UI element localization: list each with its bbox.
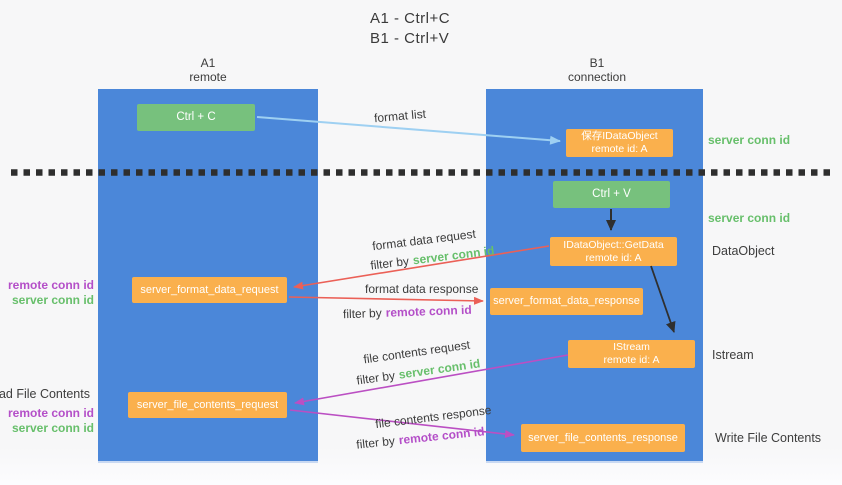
write-file-contents-label: Write File Contents [715, 431, 822, 445]
server-format-data-request-label: server_format_data_request [140, 283, 279, 296]
server-format-data-request-node: server_format_data_request [132, 277, 287, 303]
server-file-contents-request-node: server_file_contents_request [128, 392, 287, 418]
istream-node: IStream remote id: A [568, 340, 695, 368]
istream-line2: remote id: A [603, 354, 660, 366]
save-idataobject-line2: remote id: A [591, 143, 648, 155]
server-file-contents-request-label: server_file_contents_request [136, 398, 279, 411]
ctrl-v-label: Ctrl + V [592, 188, 631, 200]
format-list-label: format list [373, 106, 427, 126]
istream-line1: IStream [613, 341, 650, 353]
server-conn-id-text: server conn id [411, 243, 496, 268]
server-format-data-response-label: server_format_data_response [493, 295, 640, 307]
remote-conn-id-text: remote conn id [7, 406, 94, 420]
lane-a-id: A1 [200, 56, 216, 70]
filter-by-text: filter by [355, 368, 396, 388]
server-file-contents-response-node: server_file_contents_response [521, 424, 685, 452]
title-line-copy: A1 - Ctrl+C [370, 10, 451, 27]
filter-by-text: filter by [355, 433, 396, 452]
lane-b-id: B1 [589, 56, 605, 70]
getdata-line2: remote id: A [585, 251, 642, 264]
server-format-data-response-node: server_format_data_response [490, 288, 643, 315]
server-conn-id-top-label: server conn id [708, 133, 791, 147]
diagram-title: A1 - Ctrl+C B1 - Ctrl+V [370, 9, 450, 49]
filter-by-text: filter by [369, 253, 410, 273]
ctrl-c-node: Ctrl + C [137, 104, 255, 131]
ctrl-v-node: Ctrl + V [553, 181, 670, 208]
getdata-line1: IDataObject::GetData [563, 238, 664, 251]
server-conn-id-text: server conn id [11, 293, 94, 307]
ctrl-c-label: Ctrl + C [176, 111, 216, 123]
format-request-conn-ids-label: remote conn id server conn id [8, 278, 94, 308]
lane-a-subtitle: remote [189, 70, 227, 84]
server-conn-id-text: server conn id [397, 356, 482, 382]
server-file-contents-response-label: server_file_contents_response [528, 431, 678, 444]
lane-b-header: B1 connection [537, 56, 657, 84]
read-file-contents-label: Read File Contents [0, 387, 90, 401]
dataobject-label: DataObject [712, 244, 775, 258]
filter-by-text: filter by [342, 305, 382, 322]
server-conn-id-mid-label: server conn id [708, 211, 791, 225]
save-idataobject-line1: 保存IDataObject [581, 130, 658, 142]
istream-side-label: Istream [712, 348, 754, 362]
getdata-node: IDataObject::GetData remote id: A [550, 237, 677, 266]
server-conn-id-text: server conn id [11, 421, 94, 435]
format-data-response-arrow [288, 296, 484, 305]
file-request-conn-ids-label: remote conn id server conn id [8, 406, 94, 436]
remote-conn-id-text: remote conn id [398, 424, 486, 448]
remote-conn-id-text: remote conn id [385, 302, 472, 320]
lane-b-subtitle: connection [567, 70, 627, 84]
remote-conn-id-text: remote conn id [7, 278, 94, 292]
lane-a-header: A1 remote [148, 56, 268, 84]
format-data-response-label: format data response [365, 282, 479, 296]
title-line-paste: B1 - Ctrl+V [370, 30, 450, 47]
save-idataobject-node: 保存IDataObject remote id: A [566, 129, 673, 157]
